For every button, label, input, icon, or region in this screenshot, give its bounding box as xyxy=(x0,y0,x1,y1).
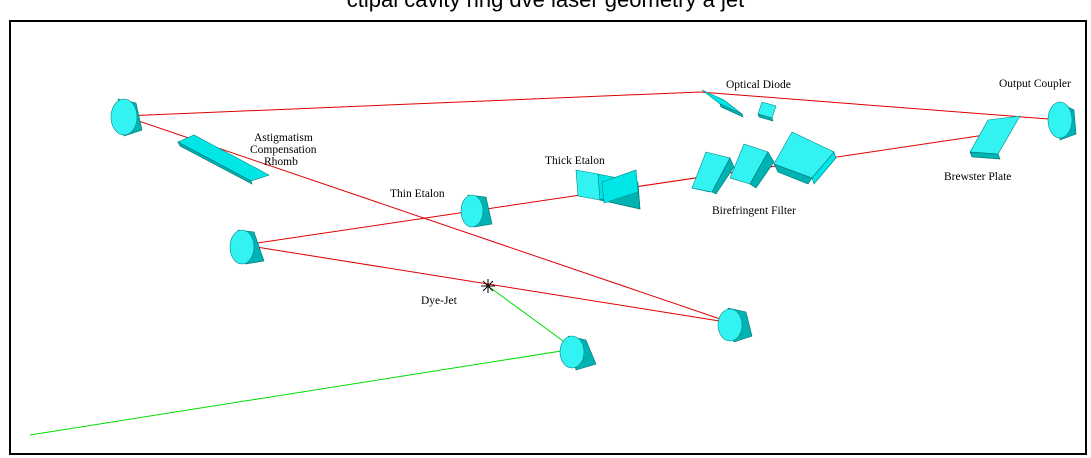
left-fold-mirror xyxy=(229,229,265,265)
astigmatism-rhomb xyxy=(177,134,270,185)
label-output-coupler: Output Coupler xyxy=(999,78,1071,90)
label-birefringent-filter: Birefringent Filter xyxy=(712,205,796,217)
label-astigmatism-3: Rhomb xyxy=(264,156,298,168)
pump-mirror xyxy=(559,335,597,371)
top-left-mirror xyxy=(110,98,143,137)
thick-etalon xyxy=(575,169,641,210)
bottom-right-mirror xyxy=(717,307,753,343)
dye-jet-marker xyxy=(481,279,495,293)
pump-beam xyxy=(29,285,575,436)
label-dye-jet: Dye-Jet xyxy=(421,295,458,307)
cavity-beam xyxy=(123,91,1063,324)
label-brewster-plate: Brewster Plate xyxy=(944,171,1011,183)
label-thin-etalon: Thin Etalon xyxy=(390,188,445,200)
label-thick-etalon: Thick Etalon xyxy=(545,155,605,167)
birefringent-filter xyxy=(691,131,837,195)
laser-diagram-frame: Optical Diode Output Coupler Astigmatism… xyxy=(9,20,1087,455)
brewster-plate xyxy=(969,115,1021,160)
label-astigmatism-2: Compensation xyxy=(250,144,317,156)
label-astigmatism-1: Astigmatism xyxy=(254,132,313,144)
figure-caption: ctipal cavity ring dve laser geometry a … xyxy=(0,0,1091,13)
output-coupler xyxy=(1047,101,1077,141)
laser-diagram: Optical Diode Output Coupler Astigmatism… xyxy=(29,78,1077,436)
label-optical-diode: Optical Diode xyxy=(726,79,791,91)
optical-diode xyxy=(701,89,777,122)
thin-etalon xyxy=(460,194,493,228)
